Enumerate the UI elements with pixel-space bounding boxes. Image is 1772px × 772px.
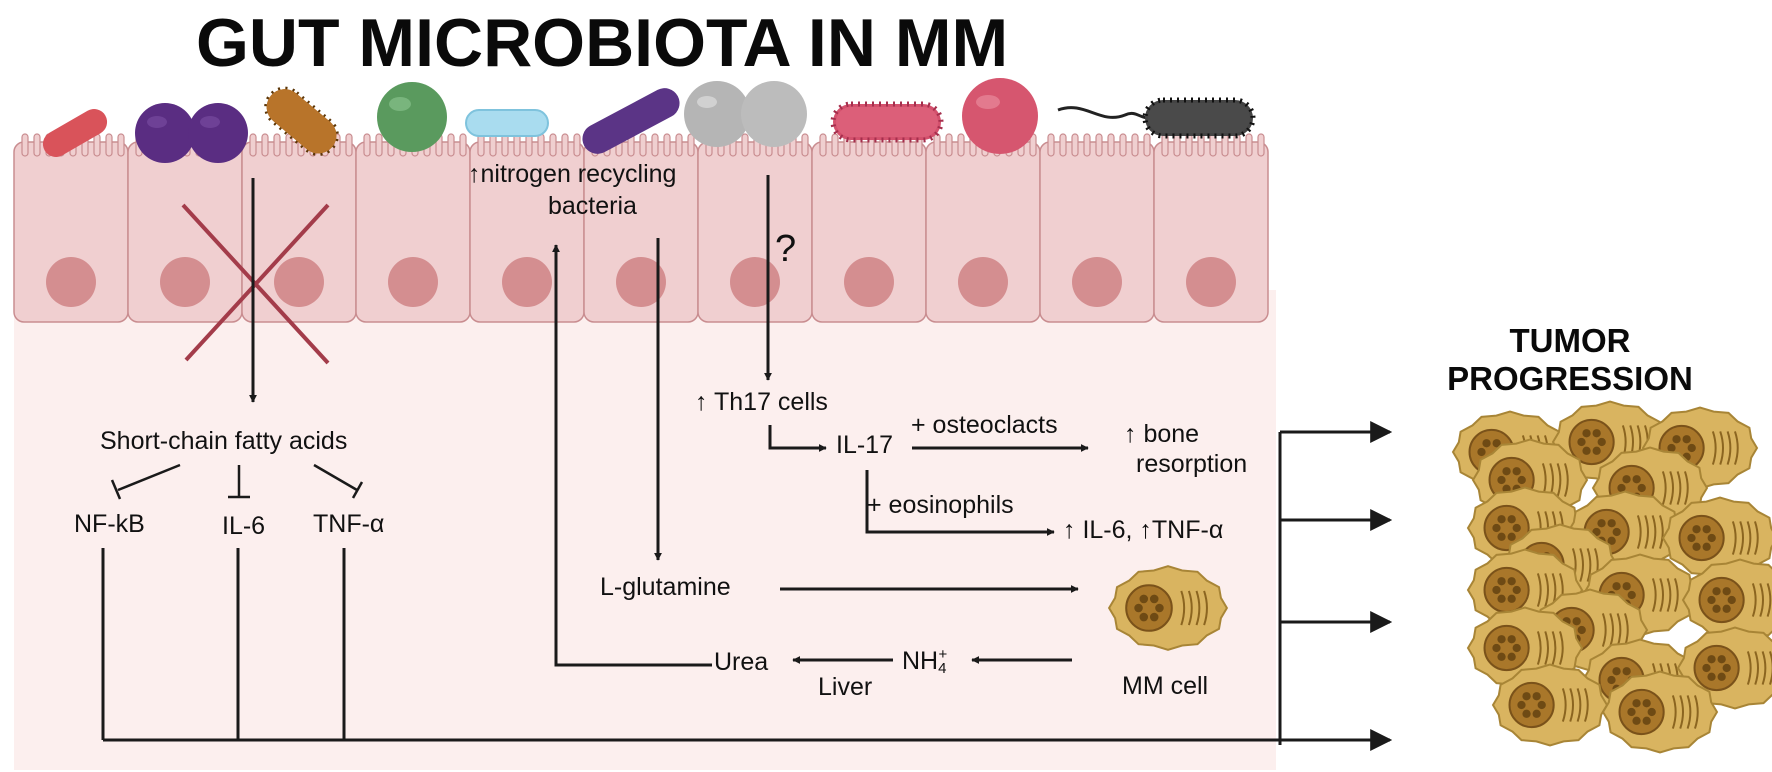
l-glutamine-label: L-glutamine xyxy=(600,573,731,601)
il6-tnf-up-label: ↑ IL-6, ↑TNF-α xyxy=(1063,516,1224,544)
gray-diplococcus xyxy=(684,81,807,147)
dark-flagellated-rod xyxy=(1057,97,1256,139)
inhibition-il6 xyxy=(228,465,250,499)
epithelial-cell xyxy=(925,133,1041,323)
brown-flagellated-rod xyxy=(264,86,339,156)
lamina-background xyxy=(14,290,1276,770)
il17-label: IL-17 xyxy=(836,431,893,459)
myeloma-cell xyxy=(1601,670,1719,754)
tumor-title-line1: TUMOR xyxy=(1509,322,1631,359)
inhibition-nfkb xyxy=(110,463,181,500)
nh4-subscript: 4 xyxy=(938,660,947,677)
th17-label: ↑ Th17 cells xyxy=(695,388,828,416)
myeloma-cell xyxy=(1491,663,1609,747)
nh4-text: NH xyxy=(902,647,939,675)
epithelial-cell xyxy=(241,133,357,323)
scfa-label: Short-chain fatty acids xyxy=(100,427,348,455)
unknown-link-mark: ? xyxy=(775,228,797,270)
cell-nucleus xyxy=(730,257,780,307)
tumor-cluster xyxy=(1451,400,1772,754)
cell-nucleus xyxy=(616,257,666,307)
green-coccus xyxy=(377,82,447,152)
glutamine-loop-arrows xyxy=(552,238,1079,667)
osteoclasts-label: + osteoclacts xyxy=(911,411,1058,439)
cell-nucleus xyxy=(46,257,96,307)
inhibition-tnfa xyxy=(313,463,364,499)
epithelial-cell xyxy=(127,133,243,323)
cell-nucleus xyxy=(160,257,210,307)
myeloma-cell xyxy=(1107,565,1229,651)
epithelial-cell xyxy=(469,133,585,323)
nh4-label: NH4+ xyxy=(902,646,947,677)
cell-nucleus xyxy=(1186,257,1236,307)
left-bottom-connectors xyxy=(101,548,1393,751)
cell-nucleus xyxy=(388,257,438,307)
cell-nucleus xyxy=(1072,257,1122,307)
epithelial-cell xyxy=(1153,133,1269,323)
myeloma-cell xyxy=(1681,558,1772,642)
il6-label: IL-6 xyxy=(222,512,266,540)
tumor-progression-title: TUMOR PROGRESSION xyxy=(1440,322,1700,398)
bacteria-row xyxy=(42,78,1256,163)
epithelial-cell xyxy=(1039,133,1155,323)
diagram-title: GUT MICROBIOTA IN MM xyxy=(196,5,1009,81)
myeloma-cell xyxy=(1661,496,1772,580)
epithelial-cell xyxy=(355,133,471,323)
tumor-connectors xyxy=(1278,421,1393,745)
purple-long-rod xyxy=(582,88,680,154)
nh4-superscript: + xyxy=(938,646,948,663)
bone-resorption-line1: ↑ bone xyxy=(1124,420,1200,448)
nfkb-label: NF-kB xyxy=(74,510,145,538)
myeloma-cell xyxy=(1466,486,1584,570)
cell-nucleus xyxy=(958,257,1008,307)
epithelial-cell xyxy=(583,133,699,323)
purple-diplococcus xyxy=(135,103,248,163)
urea-label: Urea xyxy=(714,648,769,676)
epithelial-cell xyxy=(13,133,129,323)
eosinophils-label: + eosinophils xyxy=(867,491,1014,519)
cell-nucleus xyxy=(502,257,552,307)
blue-rod-bacterium xyxy=(465,109,549,137)
pink-coccus xyxy=(962,78,1038,154)
nitrogen-recycling-label: ↑nitrogen recycling xyxy=(468,160,677,188)
th17-arrows xyxy=(764,175,1089,536)
mm-cell-label: MM cell xyxy=(1122,672,1209,700)
red-rod-bacterium xyxy=(42,109,108,157)
pink-ciliated-rod xyxy=(830,101,944,143)
mm-cell-icon xyxy=(1107,565,1229,651)
tnfa-label: TNF-α xyxy=(313,510,385,538)
bone-resorption-line2: resorption xyxy=(1136,450,1248,478)
liver-label: Liver xyxy=(818,673,873,701)
tumor-title-line2: PROGRESSION xyxy=(1447,360,1693,397)
cell-nucleus xyxy=(844,257,894,307)
epithelial-cell xyxy=(811,133,927,323)
nitrogen-recycling-label-2: bacteria xyxy=(548,192,637,220)
blocked-cross-icon xyxy=(181,203,330,365)
cell-nucleus xyxy=(274,257,324,307)
